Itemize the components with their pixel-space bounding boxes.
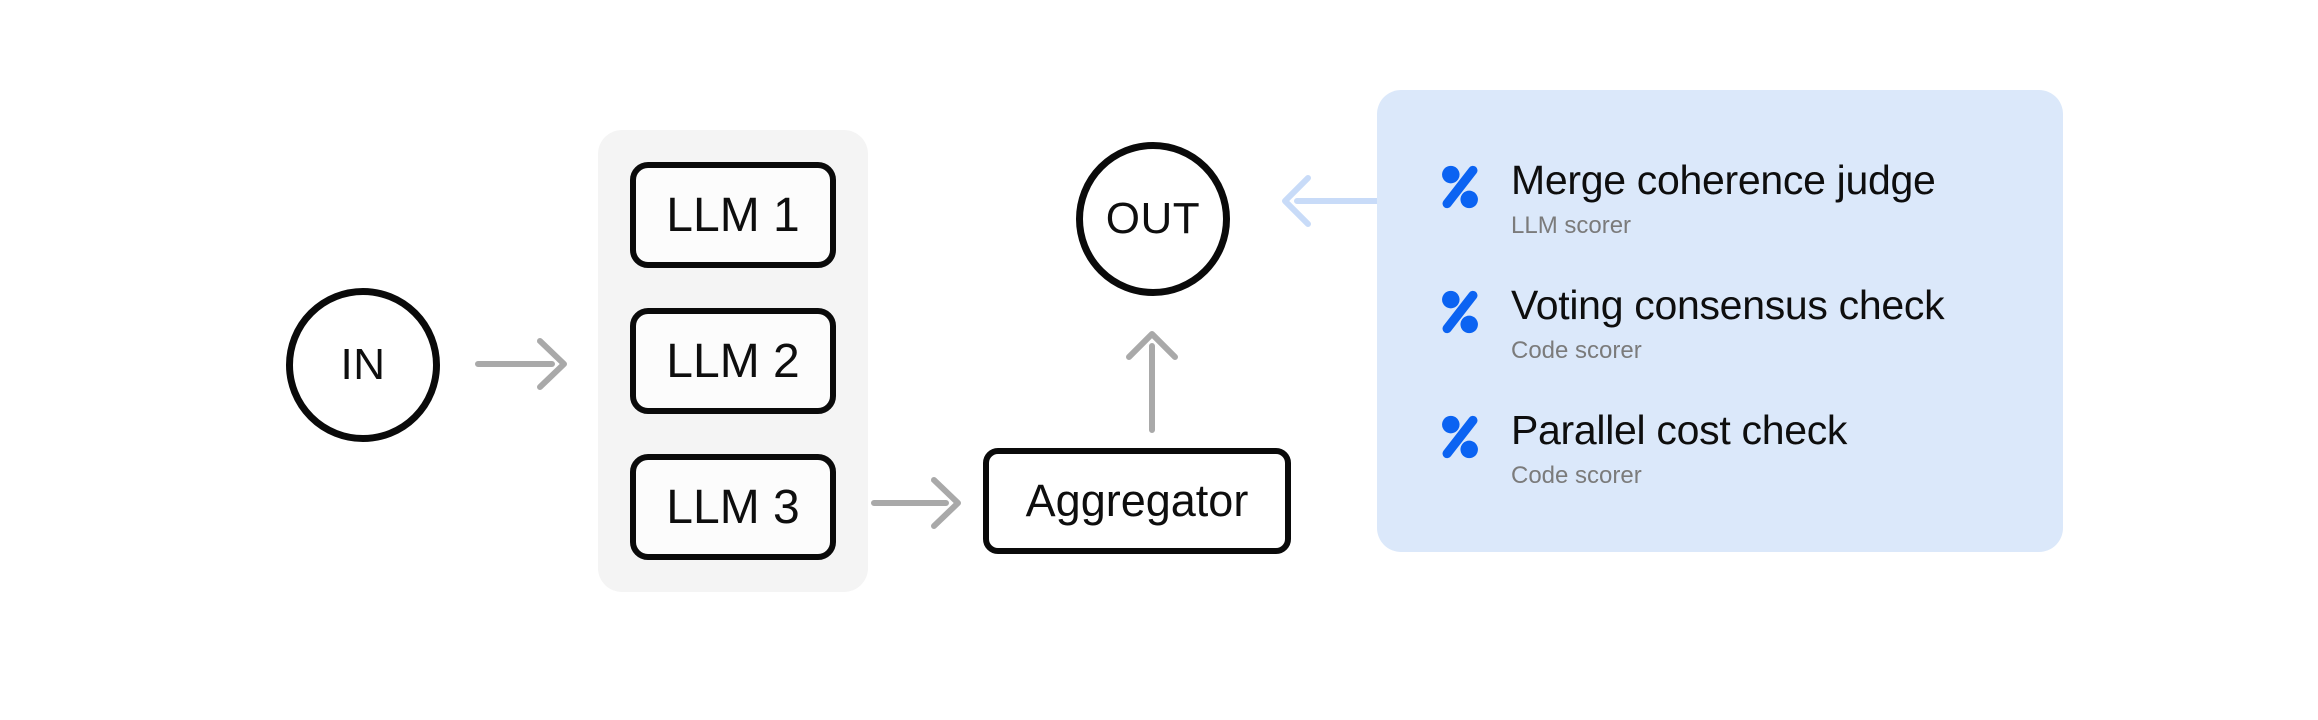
llm-group: LLM 1 LLM 2 LLM 3 <box>598 130 868 592</box>
scorer-subtitle: LLM scorer <box>1511 212 1632 239</box>
scorer-row-merge-coherence-judge: Merge coherence judge LLM scorer <box>1437 158 2023 241</box>
arrow-aggregator-to-out <box>1126 331 1178 433</box>
scorer-subtitle: Code scorer <box>1511 462 1642 489</box>
scorer-text: Parallel cost check Code scorer <box>1511 408 1847 491</box>
percent-icon <box>1442 165 1478 209</box>
node-aggregator-label: Aggregator <box>1025 475 1249 526</box>
arrow-in-to-llms <box>475 338 567 390</box>
arrow-llm3-to-aggregator <box>871 477 961 529</box>
node-llm-1: LLM 1 <box>630 162 836 268</box>
scorer-title: Voting consensus check <box>1511 282 1945 328</box>
scorer-text: Voting consensus check Code scorer <box>1511 282 1945 366</box>
scorer-row-parallel-cost-check: Parallel cost check Code scorer <box>1437 408 2023 491</box>
scorer-row-voting-consensus-check: Voting consensus check Code scorer <box>1437 283 2023 366</box>
scorer-title: Parallel cost check <box>1511 407 1848 453</box>
scorer-subtitle: Code scorer <box>1511 337 1642 364</box>
scorer-title: Merge coherence judge <box>1511 157 1936 203</box>
node-aggregator: Aggregator <box>983 448 1291 554</box>
node-llm-2: LLM 2 <box>630 308 836 414</box>
arrow-scorers-to-out <box>1282 175 1380 227</box>
node-llm-1-label: LLM 1 <box>666 188 800 242</box>
node-in-label: IN <box>340 340 386 389</box>
node-llm-3: LLM 3 <box>630 454 836 560</box>
scorers-panel: Merge coherence judge LLM scorer Voting … <box>1377 90 2063 552</box>
percent-icon <box>1442 290 1478 334</box>
node-llm-3-label: LLM 3 <box>666 480 800 534</box>
node-out-label: OUT <box>1105 194 1201 243</box>
scorer-text: Merge coherence judge LLM scorer <box>1511 157 1936 241</box>
node-llm-2-label: LLM 2 <box>666 334 800 388</box>
node-out: OUT <box>1076 142 1230 296</box>
node-in: IN <box>286 288 440 442</box>
percent-icon <box>1442 415 1478 459</box>
